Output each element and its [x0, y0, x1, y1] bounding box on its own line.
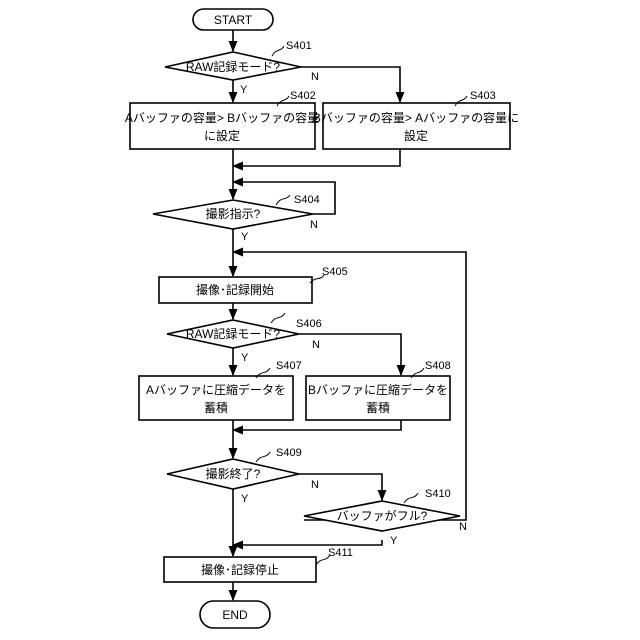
decision-s404: 撮影指示? S404 Y N — [153, 194, 320, 243]
connector-s403-merge — [233, 149, 400, 166]
process-s411-text: 撮像･記録停止 — [201, 562, 279, 577]
step-s404: S404 — [294, 194, 320, 206]
leader-s401 — [272, 46, 284, 56]
decision-s410-text: バッファがフル? — [337, 508, 428, 523]
s401-no-label: N — [311, 71, 319, 83]
s410-no-label: N — [459, 521, 467, 533]
start-label: START — [214, 13, 253, 27]
s410-yes-label: Y — [390, 535, 398, 547]
process-s408: Bバッファに圧縮データを 蓄積 S408 — [306, 360, 451, 420]
step-s402: S402 — [290, 90, 316, 102]
step-s407: S407 — [276, 360, 302, 372]
process-s407: Aバッファに圧縮データを 蓄積 S407 — [139, 360, 302, 420]
process-s403-line1: Bバッファの容量> Aバッファの容量に — [313, 110, 519, 125]
step-s401: S401 — [286, 40, 312, 52]
decision-s401-text: RAW記録モード? — [186, 59, 281, 74]
step-s411: S411 — [328, 547, 353, 559]
step-s406: S406 — [296, 318, 322, 330]
s409-no-label: N — [311, 479, 319, 491]
leader-s406 — [271, 313, 285, 323]
s406-no-label: N — [312, 339, 320, 351]
step-s409: S409 — [276, 447, 302, 459]
decision-s401: RAW記録モード? S401 Y N — [165, 40, 319, 96]
process-s405-text: 撮像･記録開始 — [196, 282, 274, 297]
leader-s404 — [276, 195, 290, 205]
process-s402-line1: Aバッファの容量> Bバッファの容量 — [125, 110, 319, 125]
process-s408-line1: Bバッファに圧縮データを — [308, 382, 448, 397]
process-s405: 撮像･記録開始 S405 — [159, 266, 348, 303]
decision-s404-text: 撮影指示? — [206, 206, 261, 221]
decision-s410: バッファがフル? S410 Y N — [304, 488, 467, 547]
step-s410: S410 — [425, 488, 451, 500]
connector-s410-yes — [233, 540, 382, 545]
start-terminal: START — [193, 9, 273, 30]
s401-yes-label: Y — [240, 84, 248, 96]
process-s407-line2: 蓄積 — [204, 400, 228, 415]
leader-s410 — [404, 493, 418, 503]
process-s403: Bバッファの容量> Aバッファの容量に 設定 S403 — [313, 90, 519, 149]
s404-yes-label: Y — [241, 231, 249, 243]
s409-yes-label: Y — [241, 493, 249, 505]
leader-s409 — [256, 452, 270, 462]
decision-s409: 撮影終了? S409 Y N — [167, 447, 319, 505]
connector-s408-merge — [233, 420, 401, 430]
s406-yes-label: Y — [241, 352, 249, 364]
end-terminal: END — [200, 601, 270, 628]
s404-no-label: N — [310, 219, 318, 231]
end-label: END — [222, 608, 248, 622]
decision-s409-text: 撮影終了? — [206, 466, 261, 481]
decision-s406-text: RAW記録モード? — [186, 326, 281, 341]
step-s403: S403 — [470, 90, 496, 102]
step-s408: S408 — [425, 360, 451, 372]
process-s403-line2: 設定 — [404, 128, 428, 143]
process-s402-line2: に設定 — [204, 128, 240, 143]
process-s411: 撮像･記録停止 S411 — [164, 547, 353, 582]
process-s407-line1: Aバッファに圧縮データを — [146, 382, 286, 397]
decision-s406: RAW記録モード? S406 Y N — [167, 313, 322, 364]
process-s402: Aバッファの容量> Bバッファの容量 に設定 S402 — [125, 90, 319, 149]
step-s405: S405 — [322, 266, 348, 278]
process-s408-line2: 蓄積 — [366, 400, 390, 415]
